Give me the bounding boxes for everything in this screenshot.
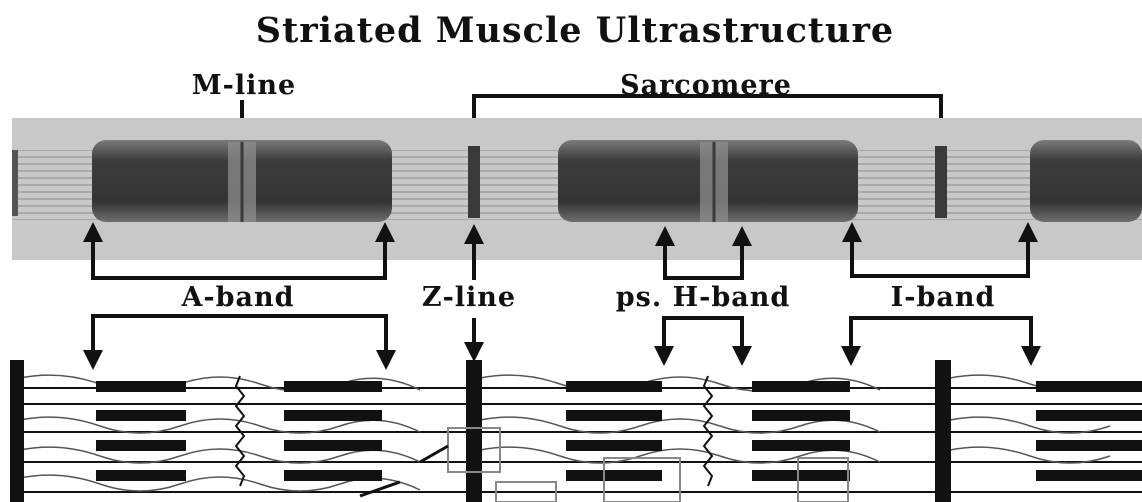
i-band-label: I-band xyxy=(891,282,996,313)
a-band-label: A-band xyxy=(180,282,294,313)
h-band-bracket-bottom xyxy=(664,318,742,356)
m-line-label: M-line xyxy=(192,70,296,101)
z-line-dark-2 xyxy=(935,146,947,218)
electron-micrograph xyxy=(12,118,1142,260)
z-line-dark-1 xyxy=(468,146,480,218)
h-band-label: ps. H-band xyxy=(616,282,790,313)
a-band-dark-3 xyxy=(1030,140,1142,222)
z-disc-2 xyxy=(466,360,482,502)
a-band-bracket-bottom xyxy=(93,316,386,360)
i-band-bracket-bottom xyxy=(851,318,1031,356)
z-disc-3 xyxy=(935,360,951,502)
diagram-title: Striated Muscle Ultrastructure xyxy=(256,10,894,51)
z-disc-1 xyxy=(10,360,24,502)
filament-schematic xyxy=(10,360,1142,502)
z-line-label: Z-line xyxy=(422,282,516,313)
